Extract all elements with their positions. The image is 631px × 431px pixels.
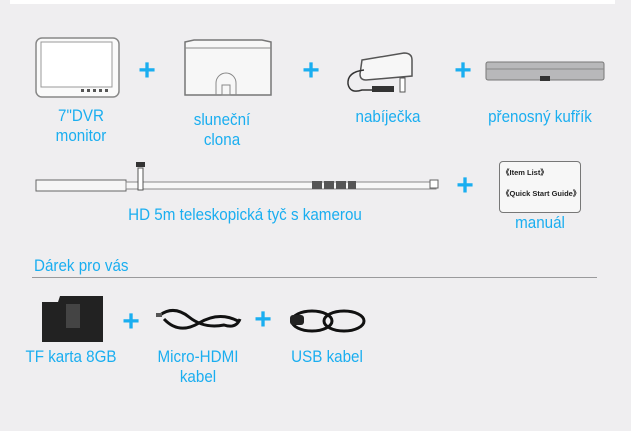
manual-line: 《Item List》 (502, 168, 548, 177)
plus-icon: + (138, 54, 156, 87)
plus-icon: + (454, 54, 472, 87)
manual-line: 《Quick Start Guide》 (502, 189, 581, 198)
hdmi-cable-icon (156, 309, 242, 330)
gift-label-usb: USB kabel (291, 348, 363, 366)
case-icon (485, 61, 605, 81)
top-strip (10, 0, 615, 4)
plus-icon: + (302, 54, 320, 87)
divider (32, 277, 597, 278)
gift-heading: Dárek pro vás (34, 257, 129, 275)
monitor-icon (35, 37, 120, 98)
gift-label-sd-card: TF karta 8GB (25, 348, 117, 366)
item-label-pole: HD 5m teleskopická tyč s kamerou (128, 206, 362, 224)
sd-card-icon (42, 296, 103, 342)
sunshade-icon (184, 39, 272, 96)
charger-icon (347, 52, 413, 93)
plus-icon: + (122, 305, 140, 338)
manual-icon: 《Item List》 《Quick Start Guide》 (499, 161, 581, 213)
telescopic-pole-icon (35, 162, 439, 192)
usb-cable-icon (290, 309, 366, 333)
plus-icon: + (254, 303, 272, 336)
item-label-manual: manuál (515, 214, 565, 232)
item-label-charger: nabíječka (355, 108, 421, 126)
item-label-case: přenosný kufřík (488, 108, 592, 126)
plus-icon: + (456, 169, 474, 202)
